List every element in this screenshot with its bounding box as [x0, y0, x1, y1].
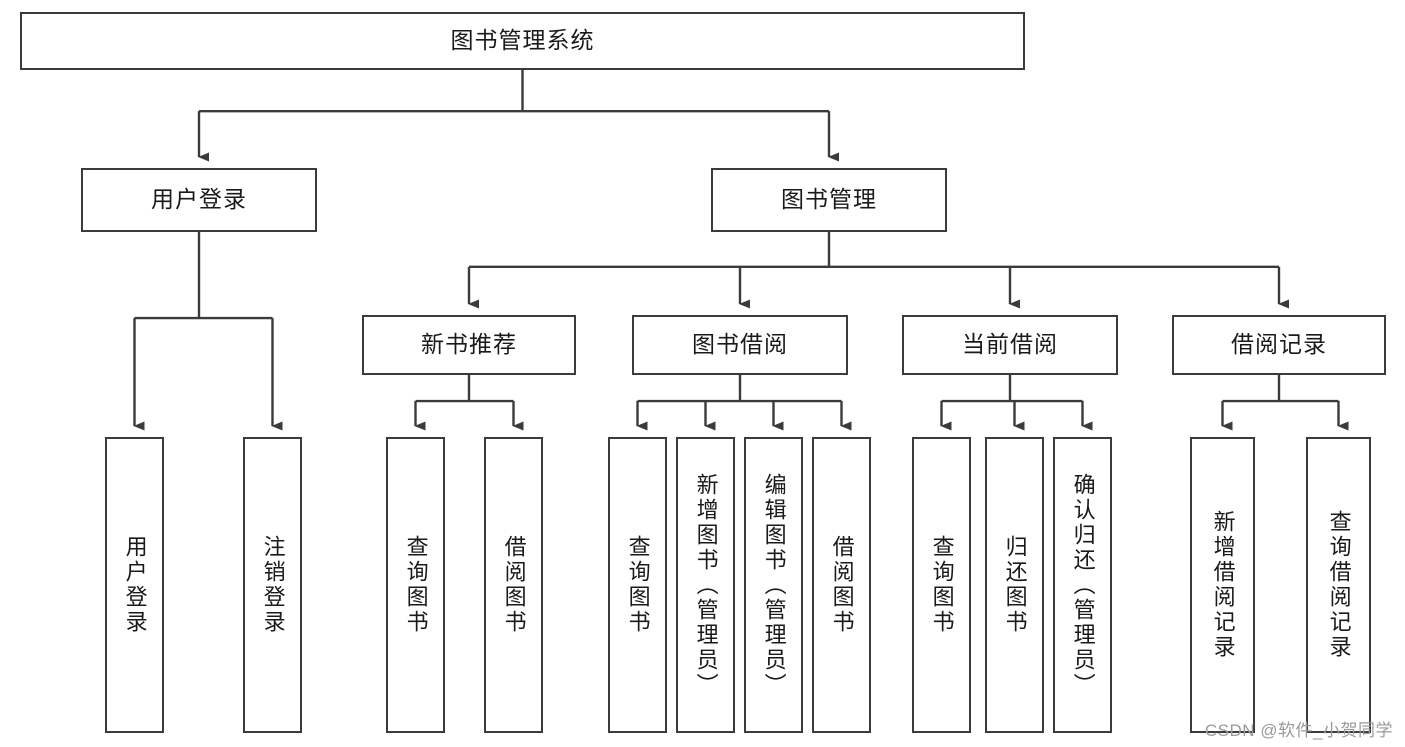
node-l-return[interactable]: 归还图书	[985, 437, 1044, 733]
node-label: 归还图书	[1002, 535, 1028, 635]
node-label: 查询图书	[625, 535, 651, 635]
node-label: 借阅图书	[501, 535, 527, 635]
node-label: 图书管理	[781, 186, 877, 213]
node-l-add[interactable]: 新增图书（管理员）	[676, 437, 735, 733]
node-l-addrec[interactable]: 新增借阅记录	[1190, 437, 1255, 733]
node-records[interactable]: 借阅记录	[1172, 315, 1386, 375]
node-label: 查询图书	[403, 535, 429, 635]
node-l-edit[interactable]: 编辑图书（管理员）	[744, 437, 803, 733]
node-bookmgmt[interactable]: 图书管理	[711, 168, 947, 232]
node-label: 新增图书（管理员）	[693, 472, 719, 698]
node-l-b1[interactable]: 借阅图书	[484, 437, 543, 733]
node-l-confirm[interactable]: 确认归还（管理员）	[1053, 437, 1112, 733]
node-login[interactable]: 用户登录	[81, 168, 317, 232]
node-label: 新增借阅记录	[1210, 510, 1236, 660]
watermark-label: CSDN @软件_小贺同学	[1204, 721, 1393, 740]
node-label: 查询图书	[929, 535, 955, 635]
node-label: 查询借阅记录	[1326, 510, 1352, 660]
node-label: 借阅图书	[829, 535, 855, 635]
node-newbook[interactable]: 新书推荐	[362, 315, 576, 375]
node-label: 当前借阅	[962, 331, 1058, 358]
node-label: 编辑图书（管理员）	[761, 472, 787, 698]
node-l-logout[interactable]: 注销登录	[243, 437, 302, 733]
node-l-qrec[interactable]: 查询借阅记录	[1306, 437, 1371, 733]
node-label: 用户登录	[151, 186, 247, 213]
node-label: 注销登录	[260, 535, 286, 635]
node-label: 确认归还（管理员）	[1070, 472, 1096, 698]
node-root[interactable]: 图书管理系统	[20, 12, 1025, 70]
node-l-q2[interactable]: 查询图书	[608, 437, 667, 733]
node-l-userlogin[interactable]: 用户登录	[105, 437, 164, 733]
node-label: 新书推荐	[421, 331, 517, 358]
node-label: 借阅记录	[1231, 331, 1327, 358]
node-borrowbook[interactable]: 图书借阅	[632, 315, 848, 375]
node-label: 图书借阅	[692, 331, 788, 358]
node-label: 图书管理系统	[450, 27, 595, 54]
node-label: 用户登录	[122, 535, 148, 635]
node-l-q1[interactable]: 查询图书	[386, 437, 445, 733]
node-l-q3[interactable]: 查询图书	[912, 437, 971, 733]
node-current[interactable]: 当前借阅	[902, 315, 1118, 375]
node-l-b2[interactable]: 借阅图书	[812, 437, 871, 733]
